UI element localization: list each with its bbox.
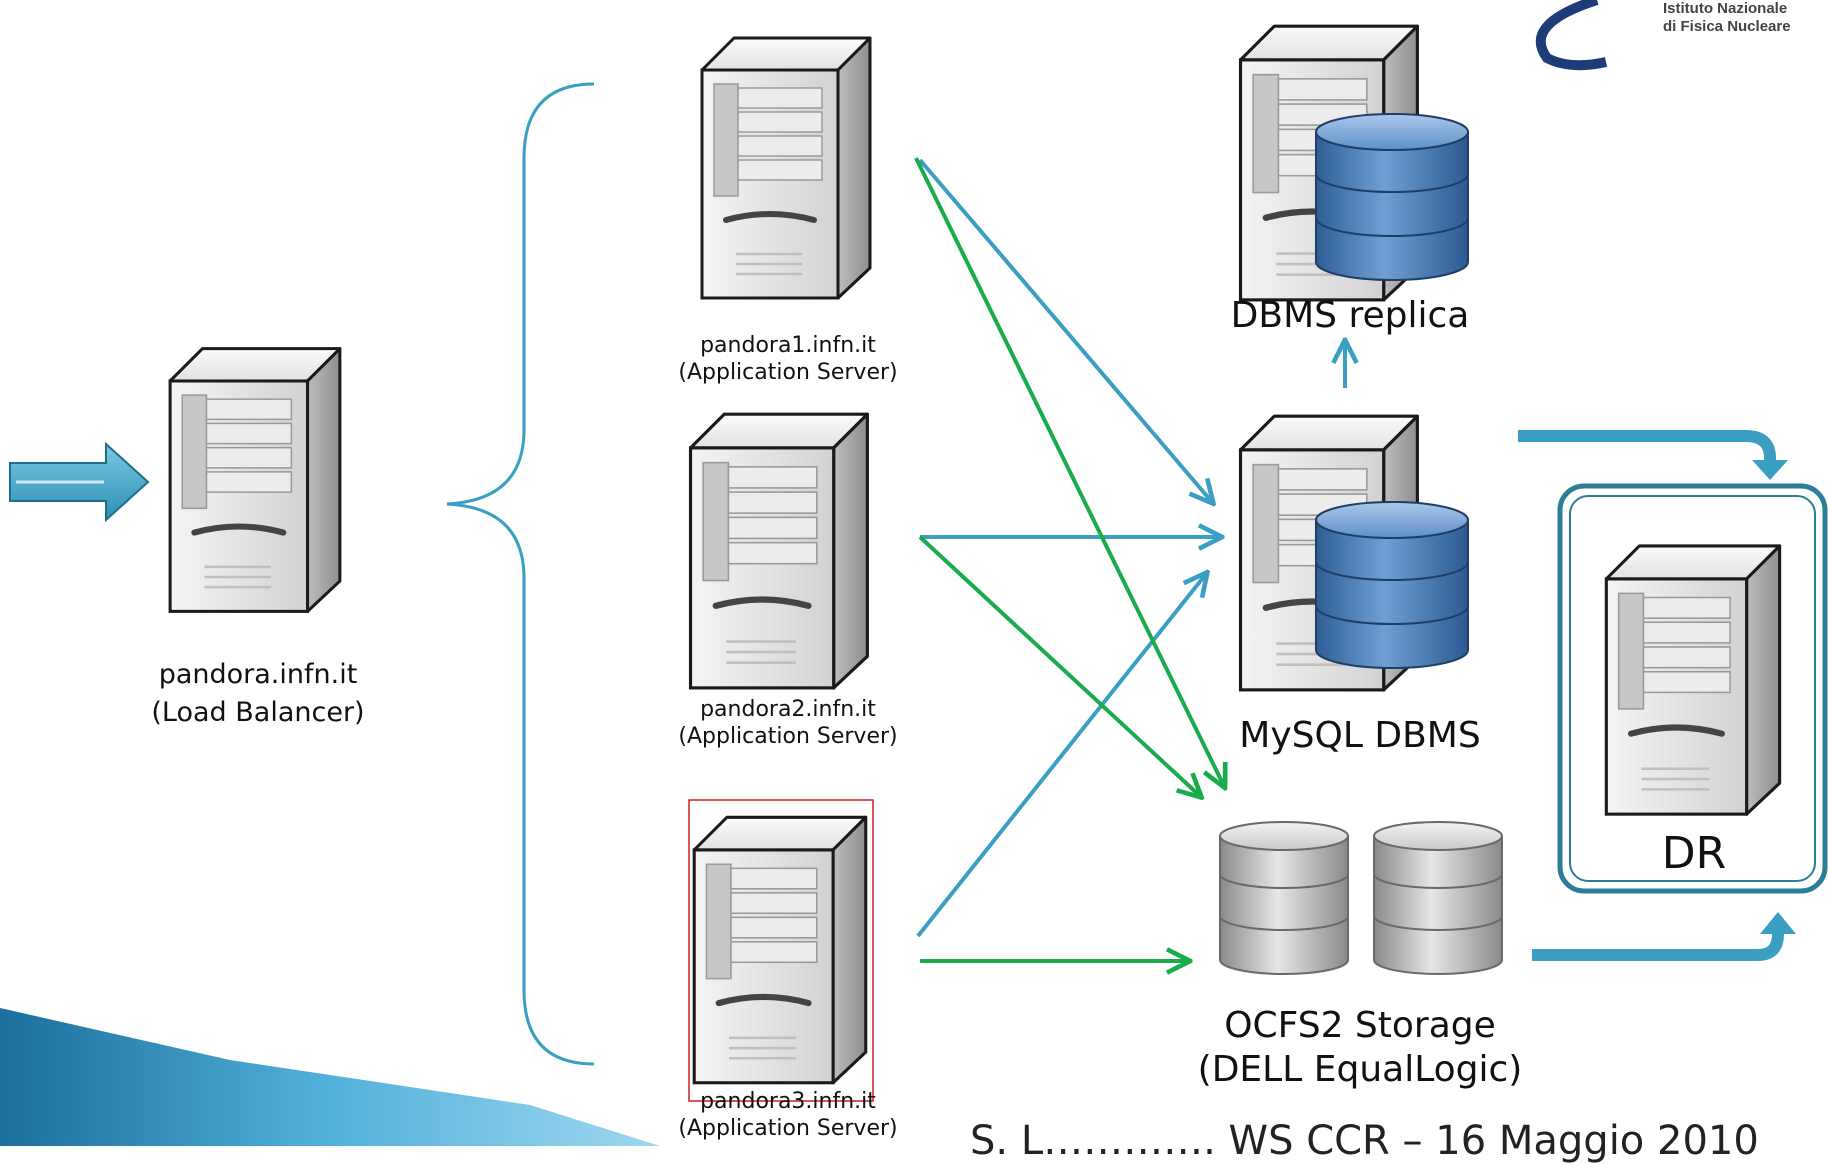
dr-label: DR [1661, 828, 1727, 879]
mysql-label: MySQL DBMS [1239, 715, 1481, 756]
elbow-arrow-mysql-dr [1518, 430, 1788, 480]
footer-text: S. L…………. WS CCR – 16 Maggio 2010 [970, 1118, 1759, 1164]
brace-icon [446, 82, 595, 1066]
storage-label: OCFS2 Storage (DELL EqualLogic) [1190, 1004, 1530, 1092]
dr-box [1557, 483, 1828, 894]
server-icon-load-balancer [170, 349, 340, 612]
server-icon-app1 [702, 38, 870, 298]
app2-role: (Application Server) [678, 724, 898, 749]
app1-host: pandora1.infn.it [700, 333, 876, 358]
elbow-arrow-storage-dr [1532, 912, 1796, 961]
app3-role: (Application Server) [678, 1116, 898, 1141]
database-icon-replica [1315, 113, 1469, 281]
green-arrow-app1-storage [914, 157, 1224, 786]
storage-title: OCFS2 Storage [1224, 1005, 1496, 1046]
load-balancer-host: pandora.infn.it [158, 659, 358, 690]
dbms-replica-label: DBMS replica [1230, 295, 1470, 336]
logo-text: Istituto Nazionale di Fisica Nucleare [1663, 0, 1791, 36]
app2-host: pandora2.infn.it [700, 697, 876, 722]
app1-label: pandora1.infn.it (Application Server) [650, 332, 926, 386]
app3-label: pandora3.infn.it (Application Server) [650, 1088, 926, 1142]
selection-outline [688, 799, 874, 1102]
blue-arrow-app3-mysql [916, 574, 1206, 938]
infn-logo-icon [1535, 0, 1608, 71]
app2-label: pandora2.infn.it (Application Server) [650, 696, 926, 750]
server-icon-dr [1606, 546, 1779, 814]
green-arrow-app2-storage [918, 535, 1200, 796]
storage-subtitle: (DELL EqualLogic) [1197, 1049, 1523, 1090]
dr-box-inner [1569, 495, 1816, 882]
app1-role: (Application Server) [678, 360, 898, 385]
server-icon-app2 [691, 414, 868, 688]
load-balancer-role: (Load Balancer) [151, 697, 365, 728]
decorative-swoosh [0, 1008, 660, 1146]
load-balancer-label: pandora.infn.it (Load Balancer) [118, 656, 398, 732]
database-icon-mysql [1315, 501, 1469, 669]
storage-array-icon [1219, 821, 1503, 975]
logo-line-1: Istituto Nazionale [1663, 0, 1788, 17]
blue-arrow-app1-mysql [918, 158, 1212, 502]
logo-line-2: di Fisica Nucleare [1663, 18, 1791, 35]
app3-host: pandora3.infn.it [700, 1089, 876, 1114]
server-icon-app3 [694, 817, 866, 1082]
